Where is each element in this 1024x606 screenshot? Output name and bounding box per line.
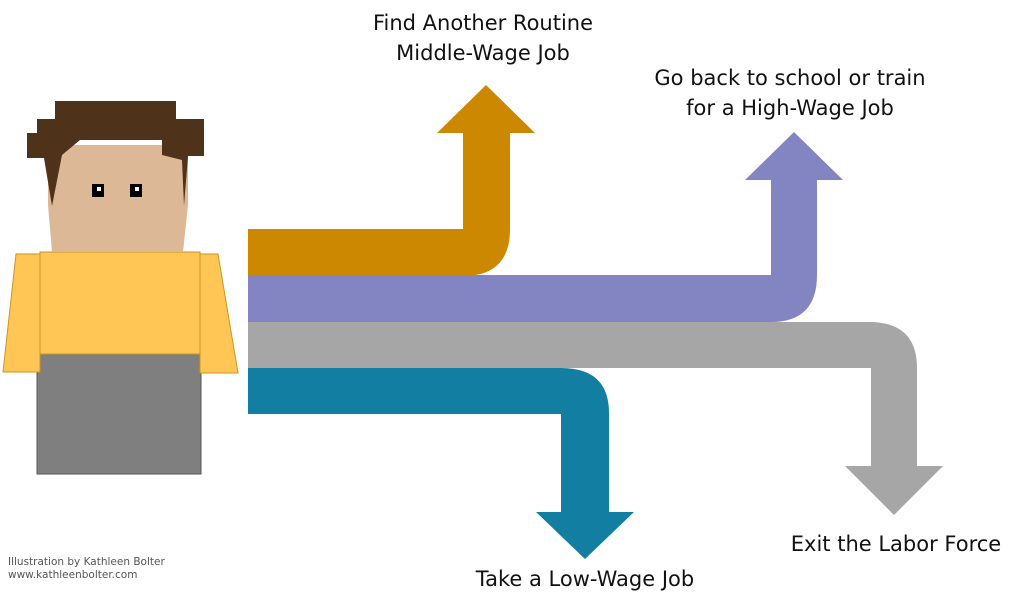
label-high-wage-job: Go back to school or train for a High-Wa… [620, 63, 960, 123]
arrow-high-wage-job [248, 132, 843, 322]
figure-shirt [39, 251, 201, 355]
arrow-middle-wage-job [248, 85, 535, 276]
label-exit-labor-force: Exit the Labor Force [790, 532, 1002, 556]
arrow-low-wage-job [248, 368, 634, 559]
figure-pants [36, 349, 202, 475]
figure-right-sleeve [199, 253, 239, 374]
label-middle-wage-line1: Find Another Routine [372, 11, 594, 35]
figure-face [48, 145, 188, 252]
worker-figure [2, 101, 239, 475]
arrow-exit-labor-force [248, 322, 943, 515]
credit-website: www.kathleenbolter.com [8, 569, 138, 581]
label-middle-wage-job: Find Another Routine Middle-Wage Job [333, 8, 633, 68]
figure-hair [27, 101, 204, 206]
illustration-credit: Illustration by Kathleen Bolter www.kath… [8, 556, 165, 582]
label-middle-wage-line2: Middle-Wage Job [396, 41, 570, 65]
figure-left-sleeve [2, 253, 41, 373]
label-high-wage-line1: Go back to school or train [654, 66, 926, 90]
label-low-wage-job: Take a Low-Wage Job [475, 567, 695, 591]
label-high-wage-line2: for a High-Wage Job [686, 96, 894, 120]
credit-author: Illustration by Kathleen Bolter [8, 556, 165, 568]
